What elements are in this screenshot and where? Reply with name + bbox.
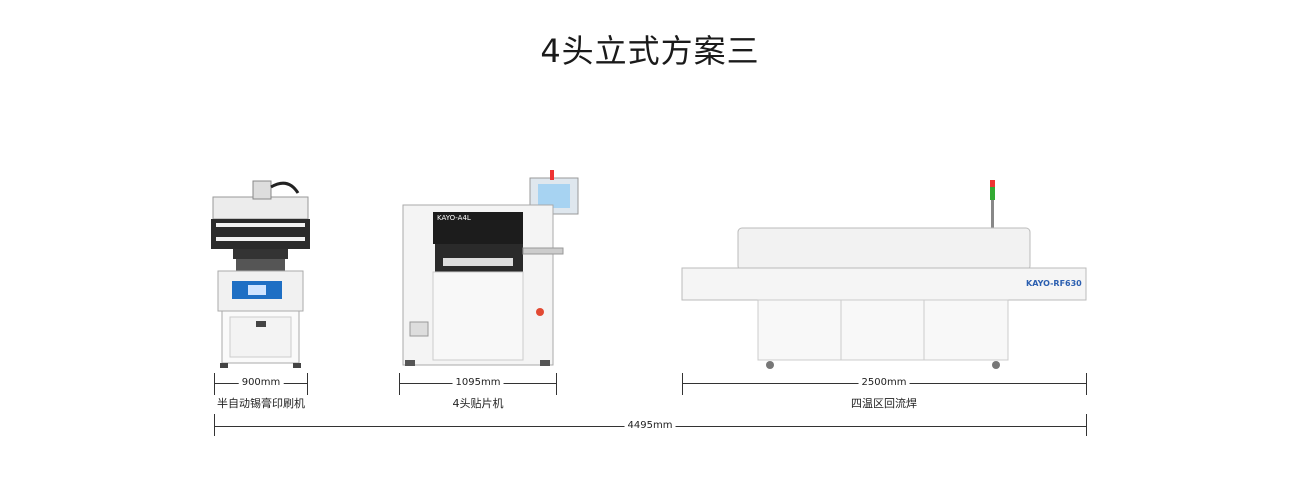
- oven-width-label: 2500mm: [858, 377, 910, 389]
- printer-dim-tick-right: [307, 373, 308, 395]
- pnp-brand-label: KAYO-A4L: [437, 214, 471, 222]
- oven-dim-tick-right: [1086, 373, 1087, 395]
- pnp-dim-tick-left: [399, 373, 400, 395]
- total-dim-tick-right: [1086, 414, 1087, 436]
- printer-caption: 半自动锡膏印刷机: [217, 397, 305, 410]
- total-dim-tick-left: [214, 414, 215, 436]
- oven-caption: 四温区回流焊: [851, 397, 917, 410]
- page-title: 4头立式方案三: [540, 32, 760, 70]
- total-width-label: 4495mm: [624, 420, 676, 432]
- printer-dim-tick-left: [214, 373, 215, 395]
- pnp-dim-tick-right: [556, 373, 557, 395]
- pick-and-place-image: KAYO-A4L: [402, 170, 579, 366]
- printer-width-label: 900mm: [238, 377, 284, 389]
- stencil-printer-image: [211, 180, 310, 368]
- reflow-oven-image: KAYO-RF630: [681, 180, 1087, 369]
- oven-brand-label: KAYO-RF630: [1026, 279, 1082, 288]
- pnp-caption: 4头贴片机: [452, 397, 504, 410]
- oven-dim-tick-left: [682, 373, 683, 395]
- pnp-width-label: 1095mm: [452, 377, 504, 389]
